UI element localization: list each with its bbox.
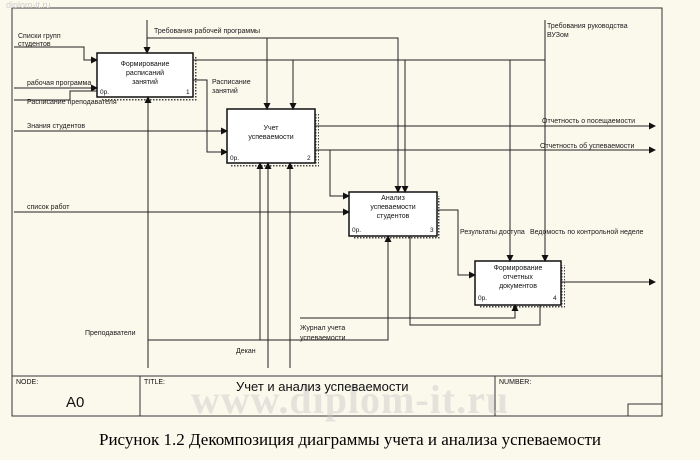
frame-node-value: A0 — [66, 394, 85, 411]
label-teachers: Преподаватели — [85, 330, 136, 337]
arrow-work-program-req-2 — [147, 37, 402, 193]
label-access-results: Результаты доступа — [460, 229, 525, 236]
label-work-program-req: Требования рабочей программы — [154, 27, 260, 35]
box-3-cost: 0р. — [352, 227, 361, 234]
box-1-cost: 0р. — [100, 89, 109, 96]
box-4[interactable]: Формирование отчетных документов 0р. 4 — [474, 260, 565, 309]
arrow-teachers-2 — [148, 235, 392, 341]
box-3-title-line3: студентов — [377, 213, 410, 220]
figure-caption: Рисунок 1.2 Декомпозиция диаграммы учета… — [99, 430, 601, 449]
label-control-week-sheet: Ведомость по контрольной неделе — [530, 228, 644, 236]
arrow-access-results — [437, 209, 476, 279]
box-3-title-line1: Анализ — [381, 195, 405, 202]
box-4-number: 4 — [553, 295, 557, 302]
label-university-req-line1: Требования руководства — [547, 22, 628, 30]
box-3-number: 3 — [430, 227, 434, 234]
box-1-number: 1 — [186, 89, 190, 96]
box-1-title-line1: Формирование — [121, 61, 170, 68]
arrow-student-groups — [14, 46, 98, 64]
label-dean: Декан — [236, 348, 256, 355]
label-university-req-line2: ВУЗом — [547, 32, 569, 39]
box-2-cost: 0р. — [230, 155, 239, 162]
label-performance-report: Отчетность об успеваемости — [540, 142, 635, 150]
box-1-title-line3: занятий — [132, 78, 158, 86]
frame-title-value: Учет и анализ успеваемости — [236, 379, 409, 394]
arrow-box2-to-box3 — [329, 150, 350, 200]
label-work-list: список работ — [27, 203, 70, 211]
frame-number-label: NUMBER: — [499, 379, 532, 386]
label-attendance-report: Отчетность о посещаемости — [542, 118, 635, 125]
arrow-journal-3 — [409, 236, 541, 326]
arrow-journal-2 — [300, 304, 519, 319]
box-2[interactable]: Учет успеваемости 0р. 2 — [226, 108, 319, 167]
label-student-groups-line2: студентов — [18, 41, 51, 48]
label-student-knowledge: Знания студентов — [27, 123, 85, 130]
frame-title-label: TITLE: — [144, 379, 166, 386]
box-2-number: 2 — [307, 155, 311, 162]
box-4-title-line1: Формирование — [494, 265, 543, 272]
box-1[interactable]: Формирование расписаний занятий 0р. 1 — [96, 52, 197, 101]
arrow-class-schedule — [193, 79, 228, 156]
box-4-title-line3: документов — [499, 283, 537, 290]
diagram-border — [11, 7, 663, 417]
label-teacher-schedule: Расписание преподавателя — [27, 99, 117, 106]
box-1-title-line2: расписаний — [126, 69, 164, 77]
frame-node-label: NODE: — [16, 379, 39, 386]
box-3[interactable]: Анализ успеваемости студентов 0р. 3 — [348, 191, 441, 240]
label-journal-line1: Журнал учета — [300, 325, 345, 332]
label-class-schedule-line2: занятий — [212, 87, 238, 95]
arrow-teacher-schedule — [14, 90, 97, 101]
watermark-top: diplom-it.ru — [6, 0, 51, 10]
box-4-cost: 0р. — [478, 295, 487, 302]
label-student-groups-line1: Списки групп — [18, 33, 61, 40]
box-2-title-line1: Учет — [264, 125, 280, 132]
label-journal-line2: успеваемости — [300, 335, 345, 342]
watermark-big: www.diplom-it.ru — [190, 377, 510, 422]
frame-corner-box — [627, 403, 663, 417]
box-4-title-line2: отчетных — [503, 274, 533, 281]
label-work-program: рабочая программа — [27, 79, 91, 87]
box-3-title-line2: успеваемости — [370, 204, 415, 211]
label-class-schedule-line1: Расписание — [212, 79, 251, 86]
box-2-title-line2: успеваемости — [248, 134, 293, 141]
